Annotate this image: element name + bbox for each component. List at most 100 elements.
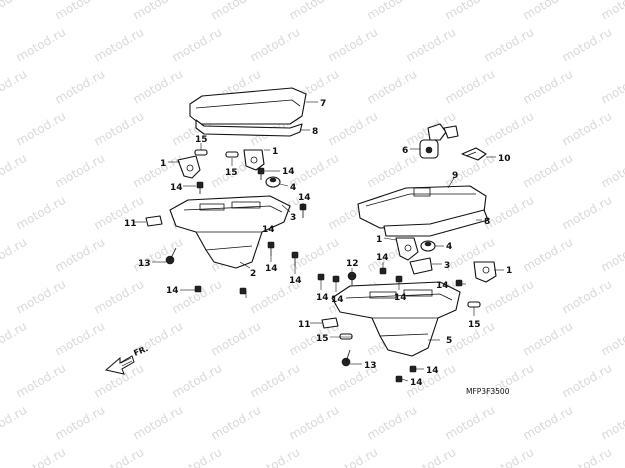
watermark-text: motod.ru [287, 0, 342, 23]
watermark-text: motod.ru [0, 151, 29, 191]
watermark-text: motod.ru [14, 277, 69, 317]
watermark-text: motod.ru [131, 0, 186, 23]
watermark-text: motod.ru [560, 25, 615, 65]
watermark-text: motod.ru [209, 403, 264, 443]
callout-7: 7 [320, 99, 326, 109]
part-8-seal-right [383, 209, 489, 237]
callout-14: 14 [289, 276, 302, 286]
watermark-text: motod.ru [53, 403, 108, 443]
watermark-text: motod.ru [521, 67, 576, 107]
front-arrow-icon [104, 355, 135, 375]
part-7-lid [189, 87, 307, 125]
part-14-bolt-e [239, 287, 247, 295]
watermark-text: motod.ru [599, 67, 625, 107]
callout-15: 15 [468, 320, 481, 330]
part-8-seal [195, 119, 303, 137]
part-13-screw-a [165, 247, 177, 265]
watermark-text: motod.ru [482, 277, 537, 317]
watermark-text: motod.ru [170, 277, 225, 317]
callout-11: 11 [124, 219, 137, 229]
watermark-text: motod.ru [53, 235, 108, 275]
watermark-text: motod.ru [521, 0, 576, 23]
callout-15: 15 [316, 334, 329, 344]
callout-3: 3 [444, 261, 450, 271]
watermark-text: motod.ru [560, 193, 615, 233]
watermark-text: motod.ru [560, 361, 615, 401]
watermark-text: motod.ru [53, 0, 108, 23]
part-2-storage-box [169, 195, 291, 269]
callout-14: 14 [316, 293, 329, 303]
watermark-text: motod.ru [482, 445, 537, 468]
callout-1: 1 [272, 147, 278, 157]
part-11-clip-b [321, 317, 339, 329]
watermark-text: motod.ru [53, 151, 108, 191]
part-3-clip-b [409, 257, 433, 275]
callout-15: 15 [225, 168, 238, 178]
watermark-text: motod.ru [326, 445, 381, 468]
front-direction-indicator: FR. [104, 344, 149, 375]
callout-6: 6 [402, 146, 408, 156]
watermark-text: motod.ru [599, 151, 625, 191]
watermark-text: motod.ru [365, 151, 420, 191]
watermark-text: motod.ru [326, 109, 381, 149]
part-14-bolt-j [379, 267, 387, 275]
watermark-text: motod.ru [248, 25, 303, 65]
callout-1: 1 [376, 235, 382, 245]
callout-14: 14 [436, 281, 449, 291]
part-14-bolt-f [267, 241, 275, 256]
callout-12: 12 [346, 259, 359, 269]
callout-14: 14 [282, 167, 295, 177]
watermark-text: motod.ru [365, 67, 420, 107]
watermark-text: motod.ru [0, 403, 29, 443]
watermark-text: motod.ru [92, 445, 147, 468]
part-1-hinge-c [395, 237, 419, 261]
callout-13: 13 [138, 259, 151, 269]
watermark-text: motod.ru [14, 361, 69, 401]
watermark-text: motod.ru [0, 319, 29, 359]
part-1-hinge-a [177, 155, 201, 179]
part-11-clip-a [145, 215, 163, 227]
part-5-storage-box [331, 281, 461, 357]
part-6-key-cylinder [419, 123, 459, 159]
watermark-text: motod.ru [599, 0, 625, 23]
watermark-text: motod.ru [326, 25, 381, 65]
watermark-text: motod.ru [521, 319, 576, 359]
callout-4: 4 [290, 183, 296, 193]
part-15-spacer-b [225, 151, 239, 158]
watermark-text: motod.ru [53, 67, 108, 107]
watermark-text: motod.ru [482, 109, 537, 149]
watermark-text: motod.ru [14, 109, 69, 149]
part-14-bolt-n [395, 375, 403, 383]
watermark-text: motod.ru [560, 277, 615, 317]
watermark-text: motod.ru [0, 67, 29, 107]
part-4-damper-a [265, 176, 281, 188]
callout-9: 9 [452, 171, 458, 181]
watermark-text: motod.ru [443, 67, 498, 107]
watermark-text: motod.ru [404, 445, 459, 468]
part-15-spacer-d [467, 301, 481, 308]
watermark-text: motod.ru [14, 25, 69, 65]
callout-14: 14 [394, 293, 407, 303]
callout-3: 3 [290, 213, 296, 223]
callout-labels: 7 8 15 1 1 15 14 14 4 14 11 3 14 13 2 14… [124, 99, 512, 388]
callout-13: 13 [364, 361, 377, 371]
callout-14: 14 [331, 295, 344, 305]
left-assembly [145, 87, 307, 295]
callout-14: 14 [410, 378, 423, 388]
watermark-text: motod.ru [131, 403, 186, 443]
part-4-damper-b [420, 240, 436, 252]
part-14-bolt-k [395, 275, 403, 283]
part-14-bolt-a [196, 181, 204, 194]
watermark-text: motod.ru [560, 445, 615, 468]
watermark-text: motod.ru [0, 0, 29, 23]
watermark-text: motod.ru [404, 25, 459, 65]
watermark-text: motod.ru [248, 361, 303, 401]
part-14-bolt-l [455, 279, 463, 287]
callout-14: 14 [376, 253, 389, 263]
callout-14: 14 [298, 193, 311, 203]
watermark-text: motod.ru [170, 361, 225, 401]
callout-1: 1 [506, 266, 512, 276]
part-14-bolt-h [317, 273, 325, 281]
